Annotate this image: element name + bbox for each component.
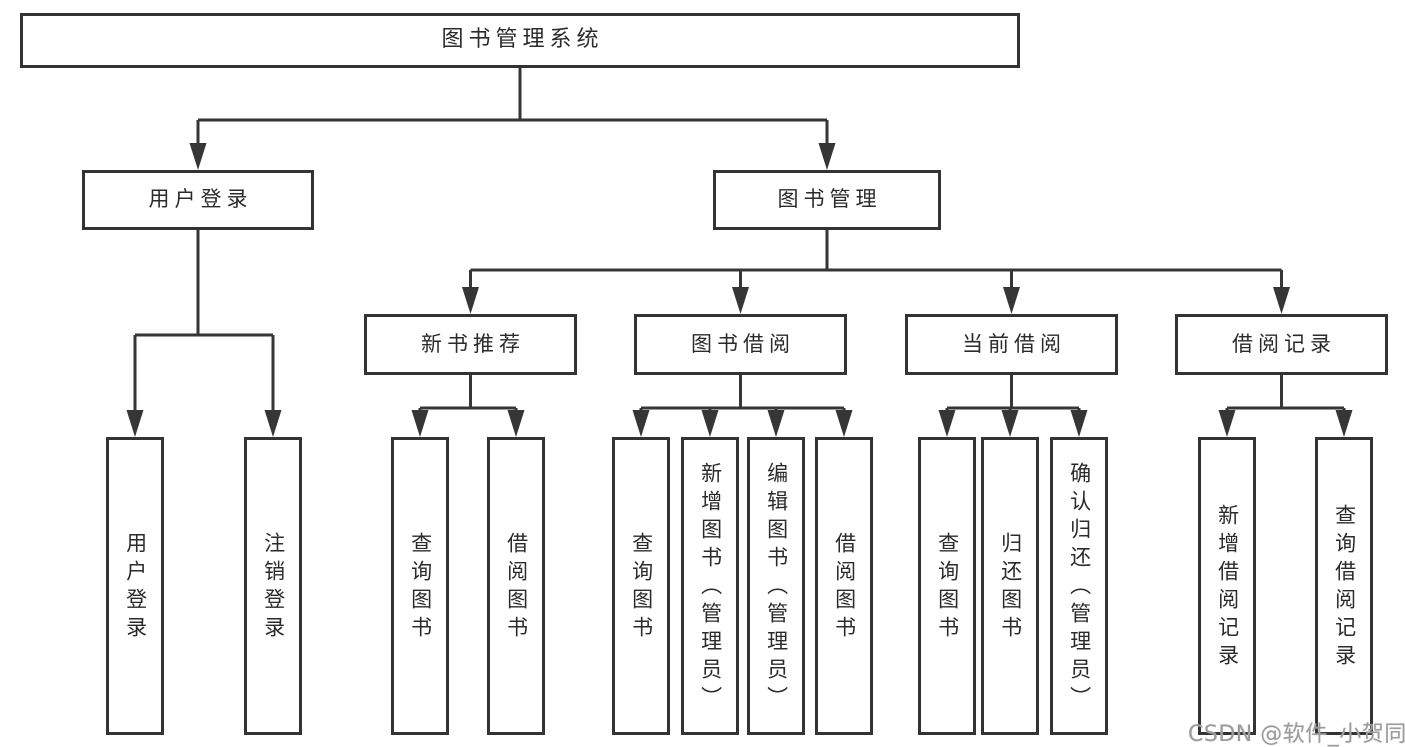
node-leaf-user-login: 用户登录 <box>106 437 164 735</box>
node-leaf-borrow-books-1-label: 借阅图书 <box>504 532 529 644</box>
node-leaf-confirm-return-admin: 确认归还（管理员） <box>1050 437 1108 735</box>
node-leaf-query-books-1-label: 查询图书 <box>408 532 433 644</box>
arrowhead <box>126 410 144 437</box>
arrowhead <box>938 410 956 437</box>
node-leaf-confirm-return-admin-label: 确认归还（管理员） <box>1067 462 1092 714</box>
node-new-book-recommend: 新书推荐 <box>364 314 577 375</box>
node-root-label: 图书管理系统 <box>441 27 604 53</box>
arrowhead <box>632 410 650 437</box>
node-leaf-logout-label: 注销登录 <box>261 532 286 644</box>
arrowhead <box>189 143 207 170</box>
arrowhead <box>264 410 282 437</box>
node-leaf-query-books-3: 查询图书 <box>918 437 976 735</box>
arrowhead <box>701 410 719 437</box>
node-new-book-recommend-label: 新书推荐 <box>421 331 525 356</box>
node-leaf-add-book-admin-label: 新增图书（管理员） <box>698 462 723 714</box>
edges-book-management <box>462 230 1290 314</box>
edges-new-book <box>411 375 525 437</box>
node-leaf-borrow-books-2-label: 借阅图书 <box>832 532 857 644</box>
arrowhead <box>462 287 479 314</box>
node-leaf-return-books-label: 归还图书 <box>998 532 1023 644</box>
node-current-borrowing-label: 当前借阅 <box>962 331 1066 356</box>
node-leaf-query-books-2-label: 查询图书 <box>629 532 654 644</box>
arrowhead <box>732 287 749 314</box>
node-user-login-label: 用户登录 <box>148 187 253 212</box>
node-borrowing-records: 借阅记录 <box>1175 314 1388 375</box>
watermark: CSDN @软件_小贺同学 <box>1188 722 1405 747</box>
arrowhead <box>1001 410 1019 437</box>
node-leaf-edit-book-admin-label: 编辑图书（管理员） <box>764 462 789 714</box>
node-leaf-edit-book-admin: 编辑图书（管理员） <box>747 437 805 735</box>
node-leaf-query-borrow-record: 查询借阅记录 <box>1315 437 1373 735</box>
arrowhead <box>411 410 429 437</box>
node-leaf-borrow-books-1: 借阅图书 <box>487 437 545 735</box>
arrowhead <box>1218 410 1236 437</box>
node-leaf-logout: 注销登录 <box>244 437 302 735</box>
node-leaf-query-books-3-label: 查询图书 <box>935 532 960 644</box>
node-leaf-return-books: 归还图书 <box>981 437 1039 735</box>
node-leaf-add-borrow-record: 新增借阅记录 <box>1198 437 1256 735</box>
edges-user-login <box>126 230 282 437</box>
node-leaf-borrow-books-2: 借阅图书 <box>815 437 873 735</box>
node-leaf-add-borrow-record-label: 新增借阅记录 <box>1215 504 1240 672</box>
arrowhead <box>1335 410 1353 437</box>
edges-root <box>189 66 836 170</box>
node-borrowing-records-label: 借阅记录 <box>1232 331 1336 356</box>
node-leaf-query-books-2: 查询图书 <box>612 437 670 735</box>
node-book-borrowing-label: 图书借阅 <box>691 331 795 356</box>
node-root: 图书管理系统 <box>20 13 1020 68</box>
arrowhead <box>835 410 853 437</box>
arrowhead <box>1273 287 1290 314</box>
arrowhead <box>1003 287 1020 314</box>
edges-book-borrowing <box>632 375 853 437</box>
node-leaf-query-borrow-record-label: 查询借阅记录 <box>1332 504 1357 672</box>
node-book-borrowing: 图书借阅 <box>634 314 847 375</box>
node-book-management: 图书管理 <box>713 170 941 230</box>
node-book-management-label: 图书管理 <box>777 187 882 212</box>
node-current-borrowing: 当前借阅 <box>905 314 1118 375</box>
edges-borrowing-records <box>1218 375 1353 437</box>
node-leaf-add-book-admin: 新增图书（管理员） <box>681 437 739 735</box>
arrowhead <box>507 410 525 437</box>
arrowhead <box>767 410 785 437</box>
node-user-login: 用户登录 <box>82 170 314 230</box>
edges-current-borrowing <box>938 375 1088 437</box>
node-leaf-query-books-1: 查询图书 <box>391 437 449 735</box>
node-leaf-user-login-label: 用户登录 <box>123 532 148 644</box>
arrowhead <box>1070 410 1088 437</box>
arrowhead <box>818 143 836 170</box>
